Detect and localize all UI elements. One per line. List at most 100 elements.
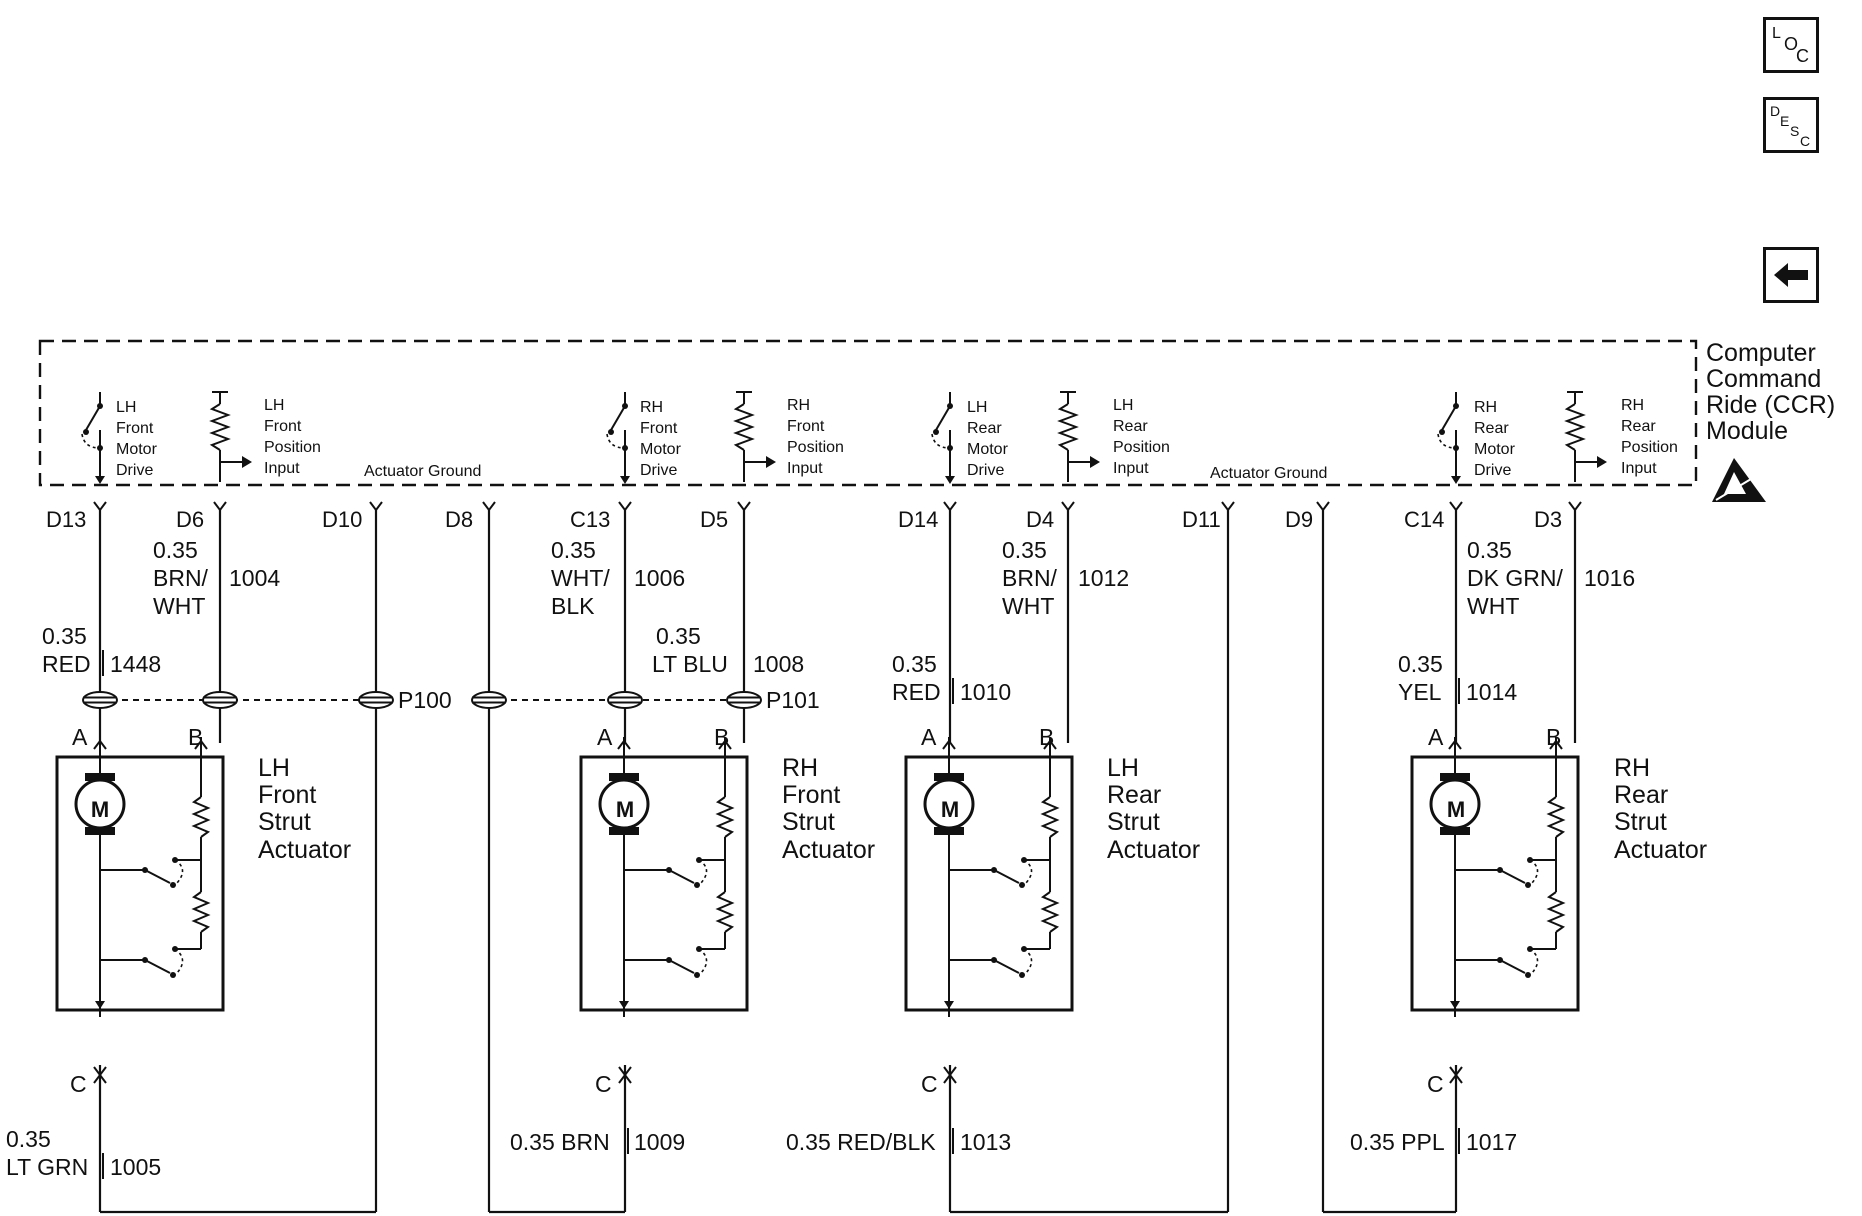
svg-text:Motor: Motor xyxy=(640,441,682,458)
svg-text:Front: Front xyxy=(782,781,840,809)
svg-text:0.35: 0.35 xyxy=(1002,537,1047,563)
svg-text:1006: 1006 xyxy=(634,565,685,591)
svg-text:1013: 1013 xyxy=(960,1129,1011,1155)
svg-text:Module: Module xyxy=(1706,417,1788,445)
svg-text:A: A xyxy=(1428,724,1444,750)
svg-text:A: A xyxy=(597,724,613,750)
svg-text:1017: 1017 xyxy=(1466,1129,1517,1155)
pin-d10: D10 xyxy=(322,507,362,532)
svg-text:Rear: Rear xyxy=(1614,781,1668,809)
svg-text:Actuator: Actuator xyxy=(1614,836,1707,864)
svg-text:Input: Input xyxy=(264,460,300,477)
svg-text:LH: LH xyxy=(258,754,290,782)
lh-rear-position-resistor xyxy=(1059,391,1101,483)
svg-text:BRN/: BRN/ xyxy=(153,565,209,591)
svg-text:0.35: 0.35 xyxy=(892,651,937,677)
svg-text:0.35 RED/BLK: 0.35 RED/BLK xyxy=(786,1129,936,1155)
svg-text:LH: LH xyxy=(116,399,136,416)
loc-icon[interactable]: L O C xyxy=(1763,17,1819,73)
svg-text:Front: Front xyxy=(787,418,825,435)
motor-symbol-lh-front: M xyxy=(91,797,109,822)
lh-front-motor-drive-switch xyxy=(81,391,106,485)
rh-front-position-input-label: RH Front Position Input xyxy=(787,397,844,477)
svg-text:WHT: WHT xyxy=(153,593,205,619)
inline-connector xyxy=(471,691,507,709)
svg-text:LT BLU: LT BLU xyxy=(652,651,728,677)
wire-1004-label: 0.35 BRN/ WHT 1004 xyxy=(153,537,280,619)
svg-text:Position: Position xyxy=(264,439,321,456)
svg-text:C: C xyxy=(595,1071,612,1097)
actuator-pin-labels: A B C A B C A B C A B C xyxy=(70,724,1561,1097)
wire-1017-label: 0.35 PPL 1017 xyxy=(1350,1128,1517,1155)
svg-text:Actuator: Actuator xyxy=(782,836,875,864)
svg-text:LH: LH xyxy=(1107,754,1139,782)
lh-rear-strut-actuator-label: LH Rear Strut Actuator xyxy=(1107,754,1200,864)
rh-rear-strut-actuator-label: RH Rear Strut Actuator xyxy=(1614,754,1707,864)
svg-text:Actuator: Actuator xyxy=(258,836,351,864)
svg-text:RED: RED xyxy=(892,679,941,705)
desc-letter-e: E xyxy=(1780,113,1789,129)
svg-text:B: B xyxy=(714,724,729,750)
back-arrow-button[interactable] xyxy=(1763,247,1819,303)
desc-icon[interactable]: D E S C xyxy=(1763,97,1819,153)
svg-text:A: A xyxy=(72,724,88,750)
rh-front-position-resistor xyxy=(735,391,777,483)
svg-text:Rear: Rear xyxy=(967,420,1002,437)
pin-d8: D8 xyxy=(445,507,473,532)
svg-text:Motor: Motor xyxy=(967,441,1009,458)
svg-text:RH: RH xyxy=(787,397,810,414)
wire-1013-label: 0.35 RED/BLK 1013 xyxy=(786,1128,1011,1155)
lh-front-motor-drive-label: LH Front Motor Drive xyxy=(116,399,158,479)
svg-text:A: A xyxy=(921,724,937,750)
svg-text:WHT: WHT xyxy=(1002,593,1054,619)
svg-text:1008: 1008 xyxy=(753,651,804,677)
svg-text:YEL: YEL xyxy=(1398,679,1442,705)
rh-rear-motor-drive-switch xyxy=(1437,391,1462,485)
svg-text:Input: Input xyxy=(1621,460,1657,477)
svg-text:RED: RED xyxy=(42,651,91,677)
lh-rear-strut-actuator xyxy=(904,735,1074,1019)
actuator-ground-label: Actuator Ground xyxy=(364,463,481,480)
rh-rear-motor-drive-label: RH Rear Motor Drive xyxy=(1474,399,1516,479)
loc-letter-c: C xyxy=(1796,46,1809,66)
svg-text:Position: Position xyxy=(787,439,844,456)
module-pin-connectors xyxy=(93,501,1582,511)
wire-1012-label: 0.35 BRN/ WHT 1012 xyxy=(1002,537,1129,619)
svg-text:Strut: Strut xyxy=(782,808,835,836)
wire-1005-label: 0.35 LT GRN 1005 xyxy=(6,1126,161,1180)
svg-text:B: B xyxy=(188,724,203,750)
svg-text:Actuator: Actuator xyxy=(1107,836,1200,864)
svg-text:LH: LH xyxy=(264,397,284,414)
pin-d3: D3 xyxy=(1534,507,1562,532)
svg-text:Rear: Rear xyxy=(1107,781,1161,809)
svg-text:Strut: Strut xyxy=(1107,808,1160,836)
inline-connector xyxy=(202,691,238,709)
pin-c14: C14 xyxy=(1404,507,1444,532)
svg-text:Rear: Rear xyxy=(1474,420,1509,437)
desc-letter-c: C xyxy=(1800,133,1810,149)
svg-text:Position: Position xyxy=(1621,439,1678,456)
svg-text:0.35: 0.35 xyxy=(153,537,198,563)
desc-letter-d: D xyxy=(1770,103,1780,119)
svg-text:0.35 BRN: 0.35 BRN xyxy=(510,1129,610,1155)
pin-d9: D9 xyxy=(1285,507,1313,532)
motor-symbol-rh-rear: M xyxy=(1447,797,1465,822)
svg-text:Drive: Drive xyxy=(967,462,1004,479)
pin-c13: C13 xyxy=(570,507,610,532)
lh-rear-position-input-label: LH Rear Position Input xyxy=(1113,397,1170,477)
svg-text:Input: Input xyxy=(1113,460,1149,477)
svg-text:BRN/: BRN/ xyxy=(1002,565,1058,591)
svg-text:Front: Front xyxy=(640,420,678,437)
wire-1006-label: 0.35 WHT/ BLK 1006 xyxy=(551,537,685,619)
svg-text:Rear: Rear xyxy=(1621,418,1656,435)
svg-text:RH: RH xyxy=(1614,754,1650,782)
loc-letter-o: O xyxy=(1784,34,1798,54)
rh-front-motor-drive-label: RH Front Motor Drive xyxy=(640,399,682,479)
svg-text:0.35: 0.35 xyxy=(551,537,596,563)
wiring xyxy=(98,510,1577,1214)
lh-front-position-resistor xyxy=(211,391,253,483)
svg-text:LT GRN: LT GRN xyxy=(6,1154,88,1180)
lh-front-position-input-label: LH Front Position Input xyxy=(264,397,321,477)
svg-text:1009: 1009 xyxy=(634,1129,685,1155)
svg-text:Strut: Strut xyxy=(1614,808,1667,836)
